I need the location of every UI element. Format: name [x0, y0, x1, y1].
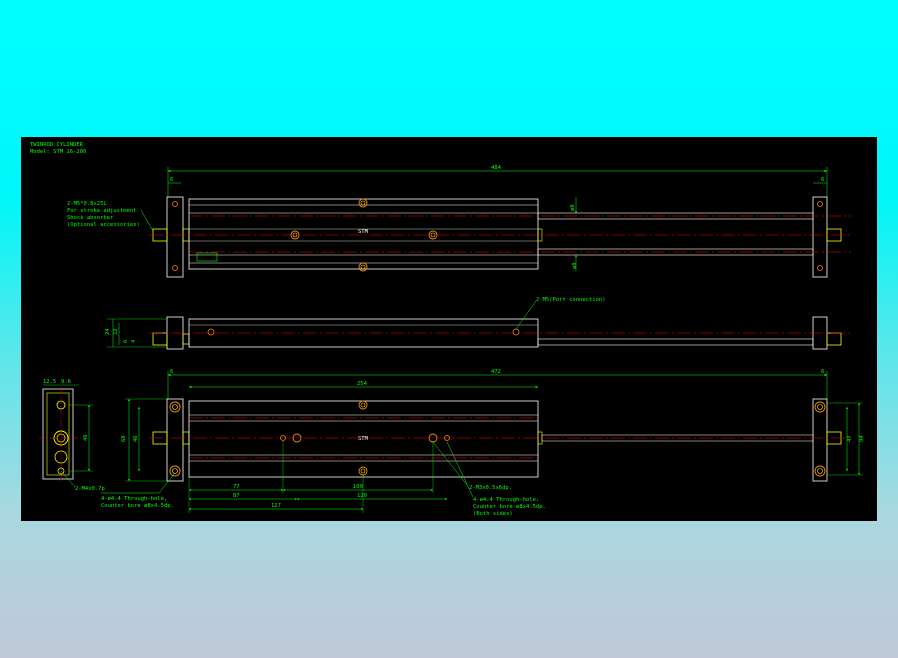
dim-side-small-b: 4 — [131, 339, 137, 343]
dim-side-inner: 12 — [113, 328, 119, 335]
callout-end-thread: 2-M4x0.7p — [75, 486, 105, 492]
dim-end-top-b: 9.6 — [61, 379, 71, 385]
dim-bottom-right-end: 6 — [821, 369, 824, 375]
dim-77: 77 — [233, 484, 240, 490]
callout-left-holes-2: Counter bore ø8x4.5dp. — [101, 503, 174, 509]
title-line-1: TWINROD CYLINDER — [30, 142, 84, 148]
bottom-view: 472 6 6 254 STM — [101, 369, 865, 517]
cad-drawing: TWINROD CYLINDER Model: STM 16-200 484 6… — [21, 137, 877, 521]
dim-bottom-overall: 472 — [491, 369, 501, 375]
top-view: 484 6 6 STM — [67, 165, 851, 278]
drawing-canvas: TWINROD CYLINDER Model: STM 16-200 484 6… — [30, 142, 865, 517]
dim-body-height-outer: 68 — [121, 435, 127, 442]
title-line-2: Model: STM 16-200 — [30, 149, 86, 155]
dim-right-height-inner: 47 — [847, 435, 853, 442]
callout-right-holes-1: 4-ø4.4 Through-hole, — [473, 497, 539, 503]
dim-body-height-inner: 46 — [133, 435, 139, 442]
dim-rod-dia-upper: ø8 — [570, 204, 576, 211]
dim-right-height-outer: 94 — [859, 435, 865, 442]
dim-side-outer: 24 — [105, 328, 111, 335]
body-mark-bottom: STM — [358, 436, 369, 442]
dim-127: 127 — [271, 503, 281, 509]
callout-stroke-2: For stroke adjustment — [67, 208, 137, 214]
dim-bottom-left-end: 6 — [170, 369, 173, 375]
dim-side-small-a: 6 — [123, 340, 129, 343]
dim-rod-dia-lower: ø8 — [572, 262, 578, 269]
dim-end-top-a: 12.5 — [43, 379, 56, 385]
callout-port: 2-M5(Port connection) — [536, 297, 606, 303]
callout-stroke-3: Shock absorber — [67, 215, 114, 221]
dim-120: 120 — [357, 493, 367, 499]
callout-stroke-1: 2-M5*0.8x25L — [67, 201, 107, 207]
callout-left-holes-1: 4-ø4.4 Through-hole, — [101, 496, 167, 502]
dim-top-right-end: 6 — [821, 177, 824, 183]
dim-100: 100 — [353, 484, 363, 490]
body-mark-top: STM — [358, 229, 369, 235]
callout-mid-thread: 2-M3x0.5x6dp. — [469, 485, 512, 491]
end-view: 12.5 9.6 46 2-M4x0.7p — [39, 379, 105, 492]
dim-end-height: 46 — [83, 434, 89, 441]
callout-right-holes-2: Counter bore ø8x4.5dp. — [473, 504, 546, 510]
side-view: 2-M5(Port connection) 24 12 6 4 — [105, 297, 851, 350]
dim-body-length: 254 — [357, 381, 368, 387]
dim-87: 87 — [233, 493, 240, 499]
dim-top-overall: 484 — [491, 165, 502, 171]
callout-stroke-4: (Optional accessories) — [67, 222, 140, 228]
callout-right-holes-3: (Both sides) — [473, 511, 513, 517]
dim-top-left-end: 6 — [170, 177, 173, 183]
